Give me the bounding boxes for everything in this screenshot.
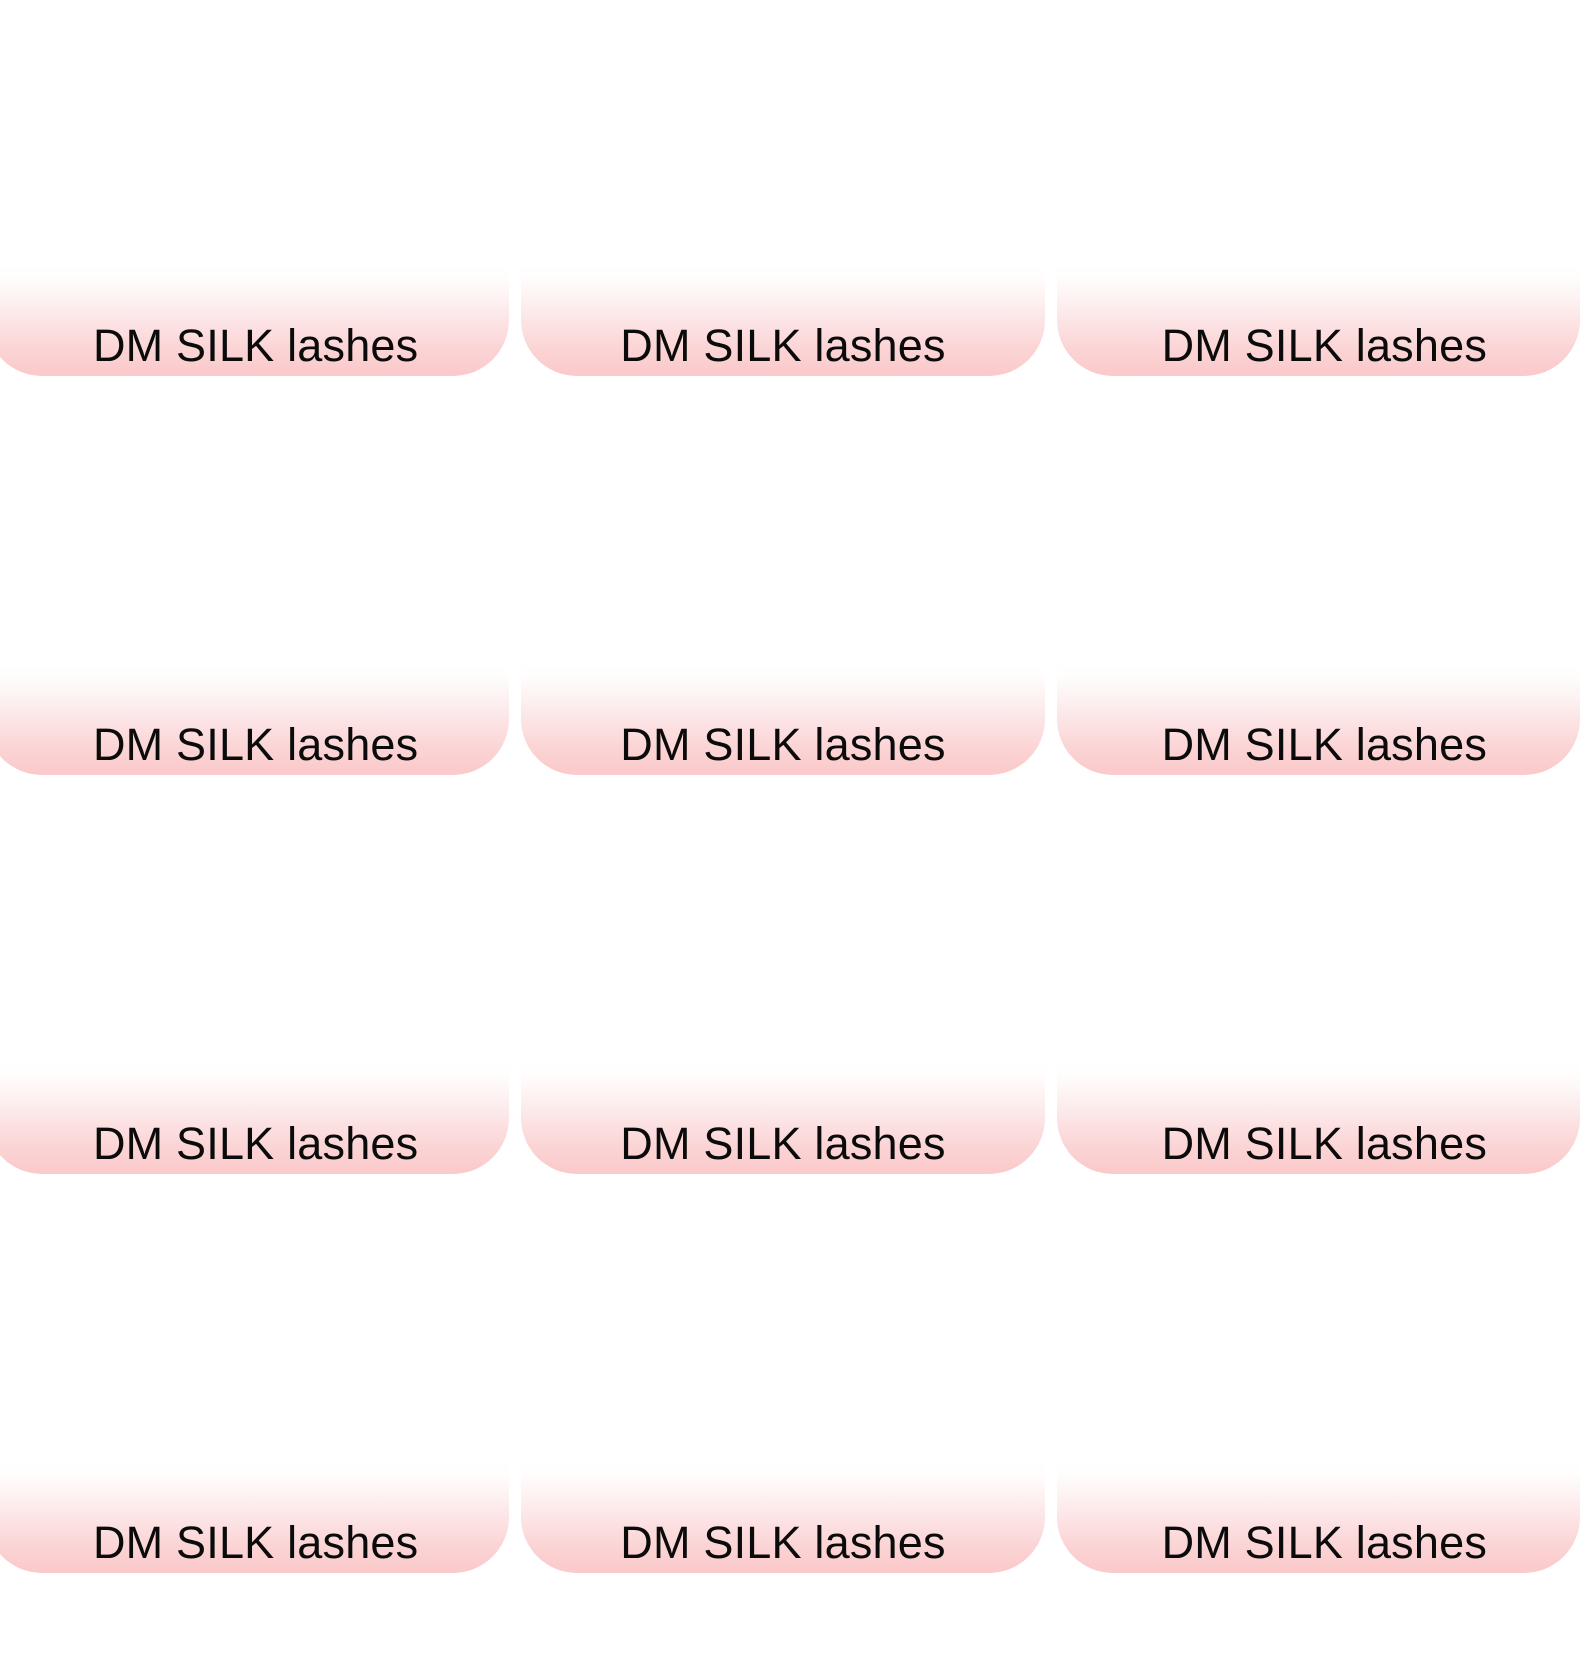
label-card-text: DM SILK lashes — [620, 1517, 946, 1568]
label-card[interactable]: DM SILK lashes — [0, 1064, 510, 1174]
label-card[interactable]: DM SILK lashes — [521, 1064, 1045, 1174]
label-card-text: DM SILK lashes — [620, 1118, 946, 1169]
label-card[interactable]: DM SILK lashes — [521, 665, 1045, 775]
label-card-text: DM SILK lashes — [92, 1118, 419, 1169]
label-card-text: DM SILK lashes — [620, 320, 946, 371]
label-card[interactable]: DM SILK lashes — [1056, 665, 1580, 775]
label-card[interactable]: DM SILK lashes — [0, 665, 510, 775]
label-card[interactable]: DM SILK lashes — [1056, 1463, 1580, 1573]
label-card-text: DM SILK lashes — [92, 719, 419, 770]
label-card[interactable]: DM SILK lashes — [0, 1463, 510, 1573]
label-card[interactable]: DM SILK lashes — [521, 266, 1045, 376]
label-card-text: DM SILK lashes — [1161, 1517, 1488, 1568]
label-card-text: DM SILK lashes — [1161, 320, 1488, 371]
label-card[interactable]: DM SILK lashes — [1056, 1064, 1580, 1174]
label-card[interactable]: DM SILK lashes — [0, 266, 510, 376]
label-card-text: DM SILK lashes — [92, 320, 419, 371]
label-card-text: DM SILK lashes — [92, 1517, 419, 1568]
label-grid: DM SILK lashes DM SILK lashes DM SILK la… — [0, 266, 1580, 1573]
label-card[interactable]: DM SILK lashes — [521, 1463, 1045, 1573]
label-card-text: DM SILK lashes — [1161, 719, 1488, 770]
label-card-text: DM SILK lashes — [1161, 1118, 1488, 1169]
label-card[interactable]: DM SILK lashes — [1056, 266, 1580, 376]
label-card-text: DM SILK lashes — [620, 719, 946, 770]
